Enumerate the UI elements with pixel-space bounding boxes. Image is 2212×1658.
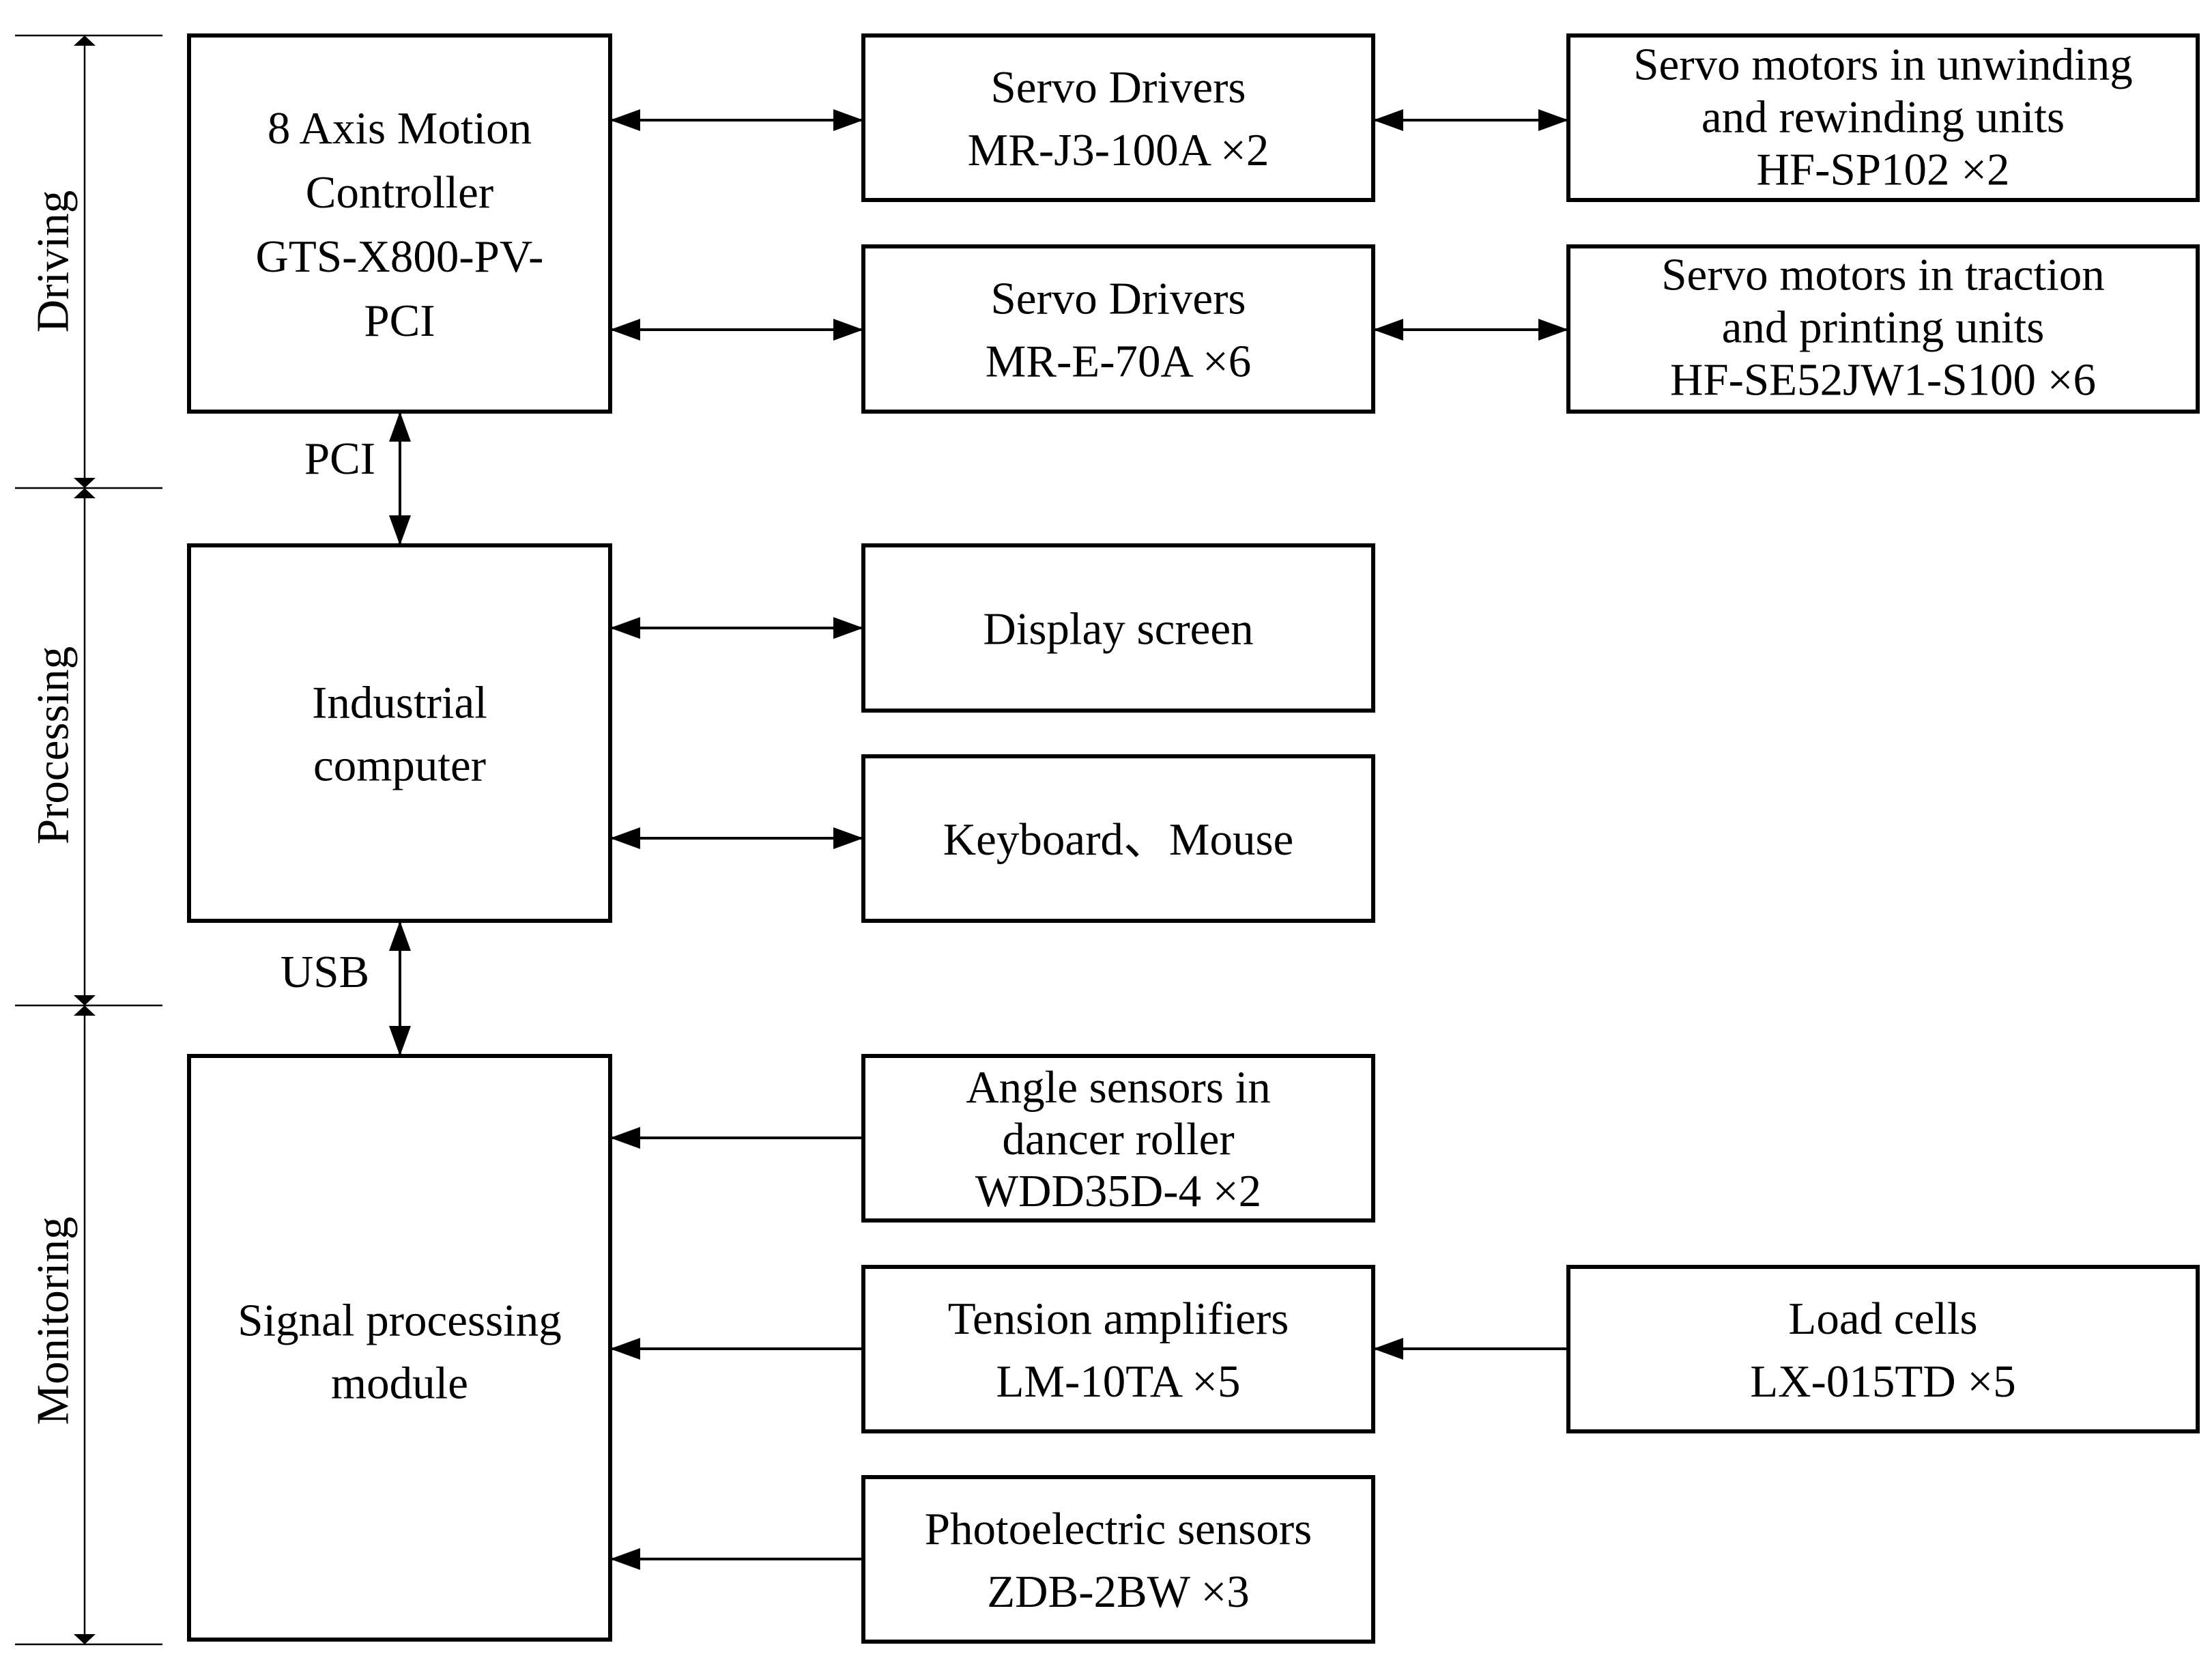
pci-link-label: PCI bbox=[304, 433, 375, 484]
connectors bbox=[389, 109, 1568, 1570]
tension-amplifiers-label-line-1: Tension amplifiers bbox=[948, 1293, 1289, 1344]
industrial-computer-label: Industrial computer bbox=[312, 677, 487, 790]
load-cells-label-line-1: Load cells bbox=[1788, 1293, 1977, 1344]
signal-processing-module-label-line-2: module bbox=[331, 1358, 468, 1408]
angle-sensors-label-line-2: dancer roller bbox=[1002, 1114, 1234, 1164]
signal-processing-module-box: Signal processing module bbox=[187, 1054, 612, 1642]
angle-sensors-label-line-1: Angle sensors in bbox=[966, 1062, 1271, 1113]
stage-span-lines bbox=[15, 34, 162, 1646]
signal-processing-module-label: Signal processing module bbox=[238, 1295, 562, 1408]
display-screen-label-line-1: Display screen bbox=[983, 603, 1253, 654]
photoelectric-sensors-label-line-1: Photoelectric sensors bbox=[925, 1504, 1312, 1554]
keyboard-mouse-label-line-1: Keyboard、Mouse bbox=[943, 814, 1294, 865]
display-screen-label: Display screen bbox=[983, 603, 1253, 654]
servo-drivers-2-label-line-2: MR-E-70A ×6 bbox=[986, 336, 1252, 386]
motion-controller-label-line-2: Controller bbox=[306, 167, 493, 218]
servo-motors-unwinding-label-line-2: and rewinding units bbox=[1701, 91, 2065, 142]
motion-controller-label-line-1: 8 Axis Motion bbox=[268, 103, 532, 154]
stage-label-driving: Driving bbox=[27, 190, 78, 332]
stage-label-monitoring: Monitoring bbox=[27, 1216, 78, 1425]
servo-drivers-1-label-line-1: Servo Drivers bbox=[991, 62, 1246, 113]
angle-sensors-label-line-3: WDD35D-4 ×2 bbox=[975, 1166, 1261, 1216]
display-screen-box: Display screen bbox=[861, 543, 1375, 713]
industrial-computer-label-line-1: Industrial bbox=[312, 677, 487, 728]
stage-label-processing: Processing bbox=[27, 646, 78, 844]
servo-motors-unwinding-label-line-1: Servo motors in unwinding bbox=[1633, 39, 2132, 89]
usb-link-label: USB bbox=[281, 947, 369, 997]
motion-controller-label-line-3: GTS-X800-PV- bbox=[256, 231, 544, 282]
industrial-computer-label-line-2: computer bbox=[313, 740, 486, 790]
servo-motors-traction-label-line-1: Servo motors in traction bbox=[1661, 249, 2104, 300]
load-cells-label-line-2: LX-015TD ×5 bbox=[1750, 1356, 2015, 1407]
keyboard-mouse-label: Keyboard、Mouse bbox=[943, 814, 1294, 865]
tension-amplifiers-label-line-2: LM-10TA ×5 bbox=[996, 1356, 1240, 1407]
servo-drivers-1-label-line-2: MR-J3-100A ×2 bbox=[968, 125, 1269, 175]
servo-motors-unwinding-label-line-3: HF-SP102 ×2 bbox=[1756, 144, 2009, 195]
motion-controller-label-line-4: PCI bbox=[364, 296, 435, 346]
keyboard-mouse-box: Keyboard、Mouse bbox=[861, 754, 1375, 923]
photoelectric-sensors-label-line-2: ZDB-2BW ×3 bbox=[987, 1567, 1250, 1617]
industrial-computer-box: Industrial computer bbox=[187, 543, 612, 923]
signal-processing-module-label-line-1: Signal processing bbox=[238, 1295, 562, 1345]
servo-motors-traction-label-line-3: HF-SE52JW1-S100 ×6 bbox=[1670, 354, 2096, 405]
servo-drivers-2-label-line-1: Servo Drivers bbox=[991, 273, 1246, 324]
servo-motors-traction-label-line-2: and printing units bbox=[1722, 302, 2045, 352]
